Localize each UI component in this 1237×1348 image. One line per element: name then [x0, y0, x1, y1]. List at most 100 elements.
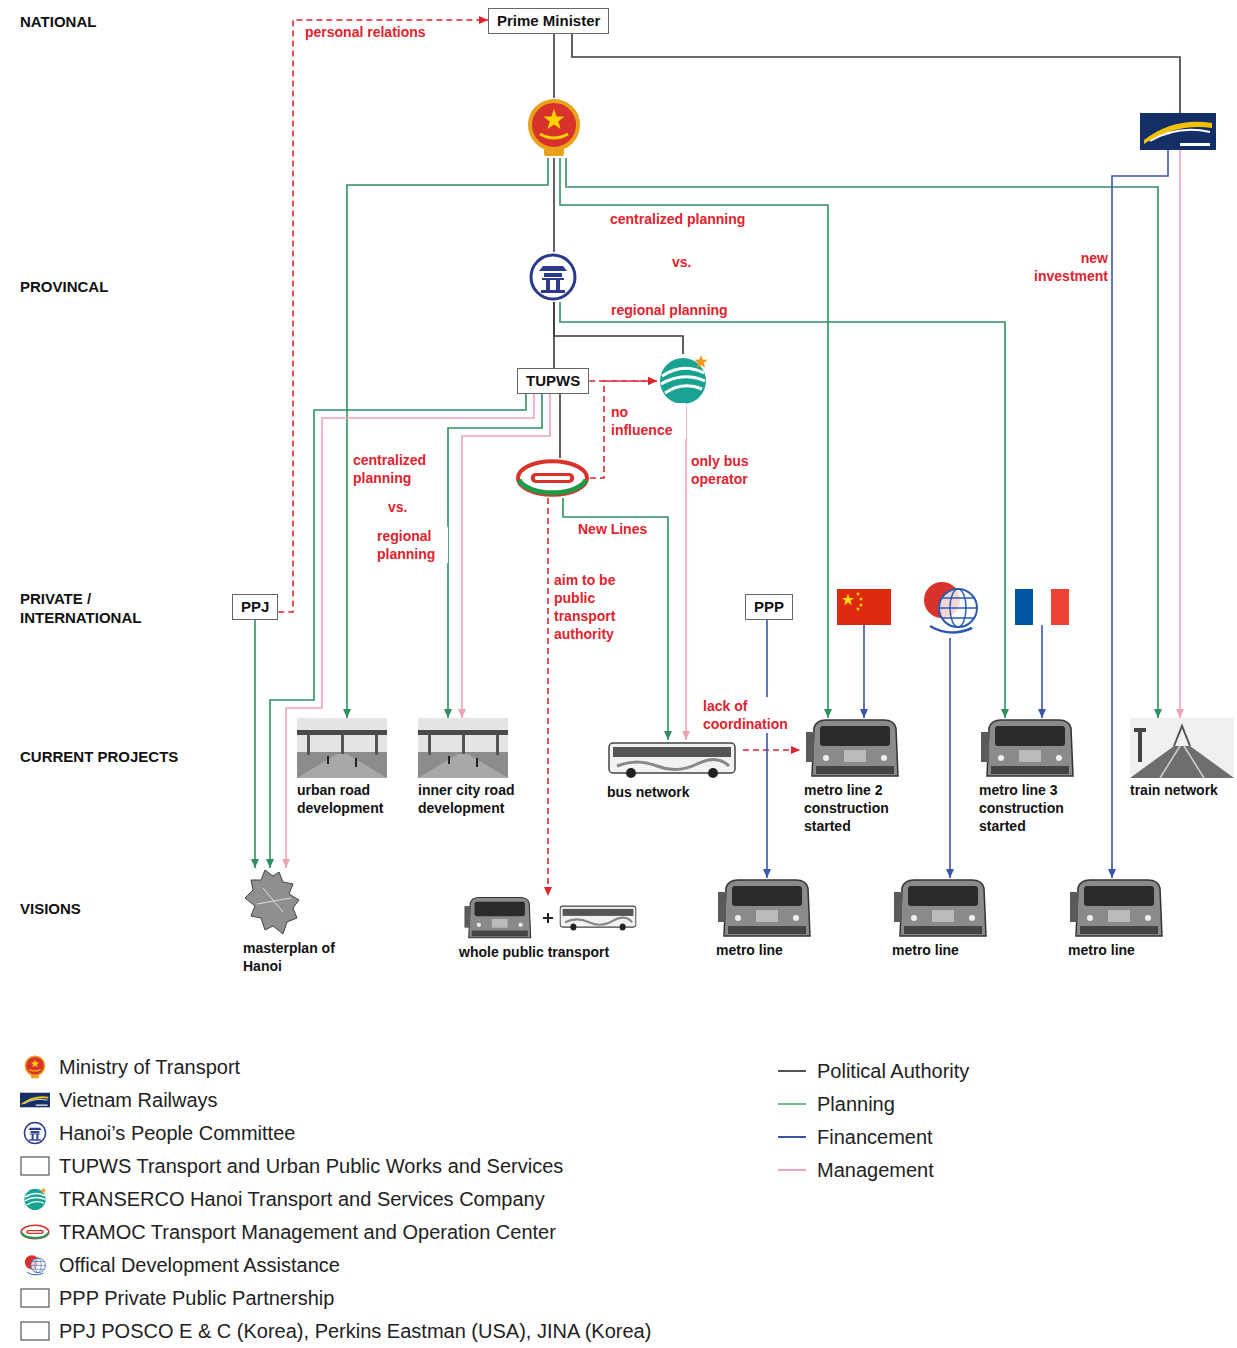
- graphic-circle: [735, 915, 741, 921]
- legend-swatch: [20, 1154, 50, 1178]
- graphic-path: [25, 1197, 45, 1200]
- graphic-rect: [375, 735, 378, 755]
- line-sample-stroke: [778, 1070, 806, 1072]
- logo-icon: [525, 98, 583, 158]
- graphic-path: [25, 1194, 44, 1198]
- connector: [566, 158, 1158, 718]
- annotation-label: regional planning: [376, 527, 448, 563]
- project-picture: inner city road development: [414, 718, 532, 817]
- graphic-rect: [21, 1157, 49, 1175]
- graphic-path: [30, 1133, 41, 1134]
- legend-label: PPP Private Public Partnership: [59, 1286, 334, 1310]
- legend-label: Ministry of Transport: [59, 1055, 240, 1079]
- edge-label: personal relations: [304, 23, 427, 41]
- graphic-circle: [570, 924, 576, 931]
- process-box: PPJ: [232, 594, 278, 620]
- connector: [547, 498, 549, 896]
- graphic-path: [24, 1099, 48, 1103]
- connector: [559, 394, 561, 458]
- picture-frame: [1068, 878, 1172, 938]
- legend-swatch: [20, 1187, 50, 1211]
- graphic-circle: [626, 768, 636, 778]
- graphic-rect: [556, 279, 560, 290]
- logo-graphic: [837, 589, 891, 625]
- graphic-circle: [1145, 915, 1151, 921]
- legend-label: Offical Development Assistance: [59, 1253, 340, 1277]
- picture-frame: [297, 718, 400, 778]
- graphic-rect: [307, 735, 310, 755]
- connector: [254, 620, 256, 868]
- connector: [766, 620, 768, 878]
- picture-frame: [243, 868, 338, 936]
- picture-graphic: [892, 878, 992, 938]
- logo-graphic: [1015, 589, 1069, 625]
- graphic-ellipse: [21, 1225, 49, 1238]
- line-sample: [778, 1158, 808, 1182]
- graphic-rect: [297, 718, 387, 778]
- graphic-path: [662, 368, 704, 376]
- picture-frame: [804, 718, 908, 778]
- legend-swatch: [778, 1059, 808, 1083]
- box-label: PPJ: [241, 598, 269, 616]
- line-sample: [778, 1059, 808, 1083]
- graphic-path: [418, 754, 508, 778]
- graphic-circle: [998, 755, 1004, 761]
- graphic-rect: [341, 735, 344, 755]
- graphic-rect: [496, 735, 499, 755]
- graphic-path: [617, 759, 729, 769]
- connector: [572, 34, 1180, 113]
- legend-row: Management: [778, 1157, 934, 1183]
- legend-label: Planning: [817, 1092, 895, 1116]
- annotation-label: vs.: [671, 253, 692, 271]
- connector: [743, 749, 800, 751]
- graphic-rect: [904, 926, 982, 934]
- logo-graphic: [525, 98, 583, 158]
- caption-label: metro line: [712, 941, 820, 959]
- process-box: Prime Minister: [488, 8, 609, 34]
- picture-graphic: [607, 740, 737, 780]
- graphic-rect: [418, 730, 508, 735]
- legend-icon: [20, 1088, 50, 1112]
- graphic-rect: [1140, 113, 1216, 150]
- legend-row: Financement: [778, 1124, 933, 1150]
- graphic-rect: [418, 718, 508, 778]
- level-heading: VISIONS: [20, 899, 81, 918]
- caption-label: metro line 2 construction started: [800, 781, 908, 835]
- legend-row: Planning: [778, 1091, 895, 1117]
- graphic-path: [245, 870, 299, 934]
- graphic-rect: [613, 747, 731, 757]
- box-label: TUPWS: [526, 372, 580, 390]
- project-picture: train network: [1128, 718, 1234, 799]
- graphic-polygon: [694, 355, 707, 368]
- graphic-rect: [297, 752, 387, 778]
- graphic-circle: [25, 1056, 44, 1075]
- connector: [462, 394, 550, 718]
- graphic-path: [661, 377, 705, 384]
- legend-row: TRANSERCO Hanoi Transport and Services C…: [20, 1186, 545, 1212]
- picture-graphic: [716, 878, 816, 938]
- logo-icon: [528, 252, 578, 302]
- graphic-polygon: [842, 594, 854, 606]
- picture-frame: [979, 718, 1083, 778]
- graphic-rect: [544, 273, 562, 277]
- picture-graphic: [1068, 878, 1168, 938]
- graphic-rect: [981, 732, 989, 762]
- graphic-rect: [355, 758, 357, 767]
- graphic-path: [1160, 746, 1204, 778]
- level-heading: PROVINCAL: [20, 277, 108, 296]
- connector: [553, 158, 555, 252]
- legend-swatch: [20, 1286, 50, 1310]
- logo-graphic: [1140, 113, 1216, 150]
- logo-graphic: [528, 252, 578, 302]
- graphic-rect: [20, 1093, 50, 1108]
- picture-frame: [1130, 718, 1234, 778]
- caption-label: urban road development: [292, 781, 400, 817]
- graphic-path: [469, 897, 531, 937]
- graphic-path: [540, 134, 568, 138]
- legend-label: Hanoi’s People Committee: [59, 1121, 295, 1145]
- graphic-rect: [732, 886, 802, 906]
- annotation-label: centralized planning: [352, 451, 444, 487]
- legend-swatch: [20, 1220, 50, 1244]
- picture-frame: [716, 878, 820, 938]
- graphic-rect: [1180, 143, 1210, 146]
